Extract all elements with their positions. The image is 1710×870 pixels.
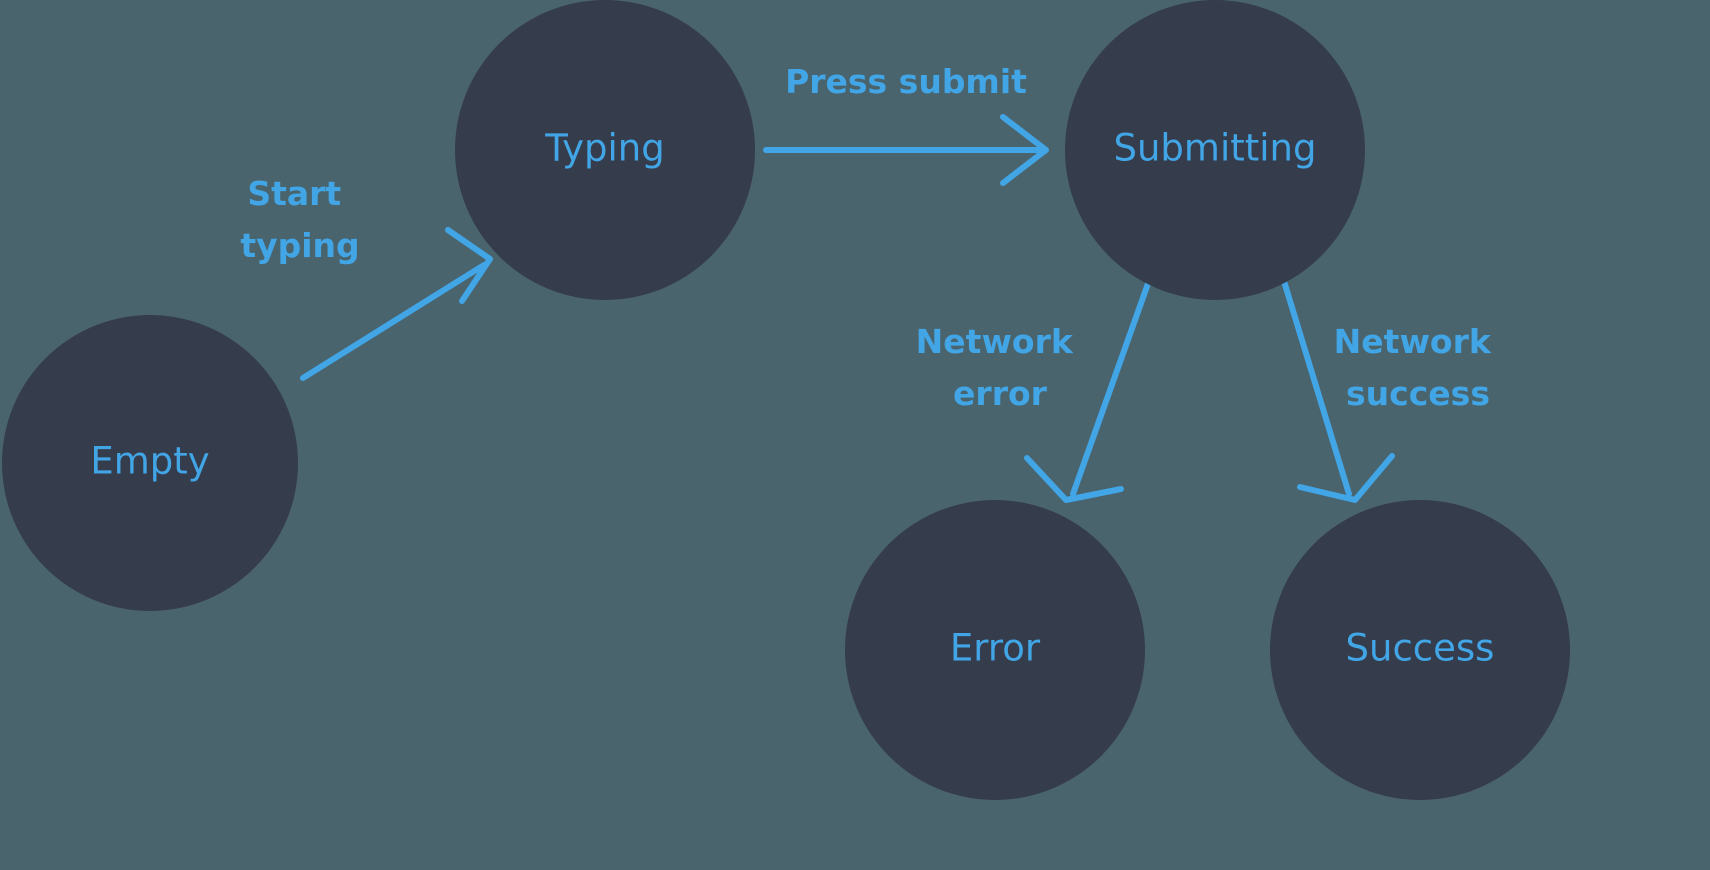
state-label-empty: Empty [90, 440, 209, 483]
state-node-error[interactable]: Error [845, 500, 1145, 800]
edge-label-press-submit: Press submit [785, 62, 1027, 101]
edge-label-network-success-line-2: success [1346, 374, 1490, 413]
transition-press-submit[interactable] [763, 114, 1049, 186]
transition-network-success[interactable] [1280, 275, 1395, 503]
state-label-submitting: Submitting [1114, 127, 1317, 170]
edge-label-network-error-line-2: error [953, 374, 1048, 413]
state-label-error: Error [950, 627, 1041, 670]
state-node-empty[interactable]: Empty [2, 315, 298, 611]
edge-label-start-typing-line-1: Start [247, 174, 341, 213]
state-label-typing: Typing [544, 127, 664, 170]
edge-line-network-error [1070, 275, 1153, 497]
arrowhead-network-error [1024, 455, 1124, 503]
state-node-submitting[interactable]: Submitting [1065, 0, 1365, 300]
edge-label-network-success: Network success [1334, 322, 1503, 413]
edge-line-start-typing [300, 262, 487, 381]
transition-start-typing[interactable] [300, 227, 493, 381]
arrowhead-network-success [1297, 453, 1395, 503]
state-circle-typing [455, 0, 755, 300]
state-circle-error [845, 500, 1145, 800]
arrowhead-start-typing [445, 227, 493, 304]
edge-label-press-submit-line-1: Press submit [785, 62, 1027, 101]
edge-label-start-typing: Start typing [240, 174, 359, 265]
edge-line-network-success [1280, 275, 1352, 497]
edge-label-start-typing-line-2: typing [240, 226, 359, 265]
state-circle-success [1270, 500, 1570, 800]
state-node-success[interactable]: Success [1270, 500, 1570, 800]
edge-label-network-error: Network error [916, 322, 1085, 413]
arrowhead-press-submit [1000, 114, 1049, 186]
state-circle-empty [2, 315, 298, 611]
transition-network-error[interactable] [1024, 275, 1153, 503]
state-circle-submitting [1065, 0, 1365, 300]
edge-label-network-success-line-1: Network [1334, 322, 1492, 361]
state-label-success: Success [1346, 627, 1495, 670]
state-node-typing[interactable]: Typing [455, 0, 755, 300]
edge-label-network-error-line-1: Network [916, 322, 1074, 361]
